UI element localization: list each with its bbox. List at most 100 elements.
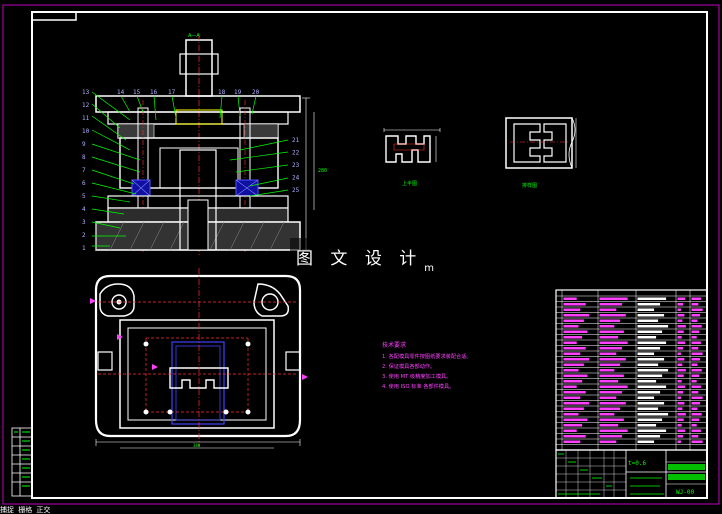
bom-cell-mark bbox=[599, 297, 628, 300]
callout-number: 1 bbox=[82, 245, 86, 252]
upper-part-caption: 上半图 bbox=[402, 180, 417, 187]
bom-cell-mark bbox=[691, 413, 702, 416]
bom-cell-mark bbox=[599, 385, 628, 388]
sheet-outer-border bbox=[2, 4, 720, 505]
bom-cell-mark bbox=[599, 418, 624, 421]
bom-cell-mark bbox=[599, 341, 628, 344]
bom-cell-mark bbox=[563, 363, 584, 366]
bom-cell-mark bbox=[563, 303, 586, 306]
bom-cell-mark bbox=[677, 336, 682, 339]
bom-cell-mark bbox=[677, 358, 685, 361]
bom-cell-mark bbox=[691, 314, 701, 317]
bom-cell-mark bbox=[563, 314, 590, 317]
bom-cell-mark bbox=[599, 319, 621, 322]
bom-cell-mark bbox=[691, 396, 703, 399]
bom-cell-mark bbox=[563, 369, 579, 372]
bom-cell-mark bbox=[563, 429, 577, 432]
bom-cell-mark bbox=[599, 413, 615, 416]
bom-cell-mark bbox=[637, 374, 663, 377]
bom-cell-mark bbox=[599, 396, 617, 399]
bom-cell-mark bbox=[637, 358, 665, 361]
bom-cell-mark bbox=[637, 424, 657, 427]
bom-cell-mark bbox=[599, 391, 622, 394]
svg-text:340: 340 bbox=[193, 443, 201, 448]
bom-cell-mark bbox=[563, 336, 583, 339]
bom-cell-mark bbox=[677, 341, 686, 344]
bom-cell-mark bbox=[563, 440, 581, 443]
bom-cell-mark bbox=[691, 440, 703, 443]
callout-number: 21 bbox=[292, 137, 300, 144]
bom-cell-mark bbox=[563, 374, 588, 377]
side-table-marks bbox=[14, 431, 30, 487]
bom-cell-mark bbox=[677, 374, 684, 377]
callout-number: 6 bbox=[82, 180, 86, 187]
callout-number: 12 bbox=[82, 102, 90, 109]
bom-cell-mark bbox=[691, 391, 699, 394]
plan-view: 340 bbox=[90, 268, 308, 449]
bom-cell-mark bbox=[599, 363, 621, 366]
bom-cell-mark bbox=[599, 352, 617, 355]
upper-part-view: 上半图 bbox=[383, 128, 441, 187]
bom-cell-mark bbox=[637, 369, 669, 372]
bom-cell-mark bbox=[637, 385, 667, 388]
bom-cell-mark bbox=[677, 407, 683, 410]
bom-cell-mark bbox=[599, 303, 622, 306]
callout-number: 14 bbox=[117, 89, 125, 96]
callout-number: 9 bbox=[82, 141, 86, 148]
bom-cell-mark bbox=[677, 297, 686, 300]
bom-cell-mark bbox=[599, 407, 621, 410]
title-block: t=0.6 WJ-00 bbox=[555, 449, 708, 499]
callout-number: 4 bbox=[82, 206, 86, 213]
bom-cell-mark bbox=[637, 391, 661, 394]
technical-requirements: 技术要求 1. 各配模具零件按图纸要求装配合适。 2. 保证模具各部动作。 3.… bbox=[382, 341, 472, 390]
watermark-text: 图 文 设 计 bbox=[296, 248, 423, 269]
callout-number: 7 bbox=[82, 167, 86, 174]
watermark: 图 文 设 计 m bbox=[290, 238, 440, 274]
tech-req-title: 技术要求 bbox=[382, 341, 406, 349]
bom-cell-mark bbox=[637, 413, 669, 416]
bom-cell-mark bbox=[563, 385, 577, 388]
bom-cell-mark bbox=[599, 358, 626, 361]
bom-cell-mark bbox=[691, 347, 699, 350]
callout-number: 10 bbox=[82, 128, 90, 135]
callout-number: 22 bbox=[292, 150, 300, 157]
bom-cell-mark bbox=[599, 347, 622, 350]
bom-cell-mark bbox=[599, 440, 617, 443]
bom-cell-mark bbox=[691, 435, 699, 438]
bom-cell-mark bbox=[691, 424, 697, 427]
side-table bbox=[11, 427, 33, 497]
callout-number: 17 bbox=[168, 89, 176, 96]
bom-cell-mark bbox=[691, 429, 701, 432]
bom-cell-mark bbox=[677, 352, 681, 355]
callout-number: 20 bbox=[252, 89, 260, 96]
bom-cell-mark bbox=[637, 396, 655, 399]
bom-cell-mark bbox=[637, 429, 667, 432]
bom-cell-mark bbox=[563, 402, 590, 405]
bom-cell-mark bbox=[691, 407, 698, 410]
bom-cell-mark bbox=[677, 435, 684, 438]
bom-cell-mark bbox=[563, 330, 588, 333]
callout-number: 2 bbox=[82, 232, 86, 239]
bom-cell-mark bbox=[677, 314, 685, 317]
bom-cell-mark bbox=[563, 358, 590, 361]
tech-req-item: 2. 保证模具各部动作。 bbox=[382, 362, 435, 370]
bom-cell-mark bbox=[677, 396, 681, 399]
bom-cell-mark bbox=[637, 435, 661, 438]
bom-cell-mark bbox=[637, 352, 655, 355]
bom-cell-mark bbox=[691, 341, 701, 344]
callout-number: 24 bbox=[292, 175, 300, 182]
bom-cell-mark bbox=[637, 330, 663, 333]
bom-cell-mark bbox=[563, 418, 588, 421]
bom-cell-mark bbox=[691, 358, 701, 361]
bom-cell-mark bbox=[677, 385, 686, 388]
bom-cell-mark bbox=[691, 374, 700, 377]
bom-cell-mark bbox=[637, 440, 655, 443]
bom-cell-mark bbox=[637, 336, 657, 339]
bom-cell-mark bbox=[677, 347, 684, 350]
bom-cell-mark bbox=[637, 407, 659, 410]
bom-cell-mark bbox=[677, 440, 681, 443]
bom-cell-mark bbox=[691, 330, 700, 333]
